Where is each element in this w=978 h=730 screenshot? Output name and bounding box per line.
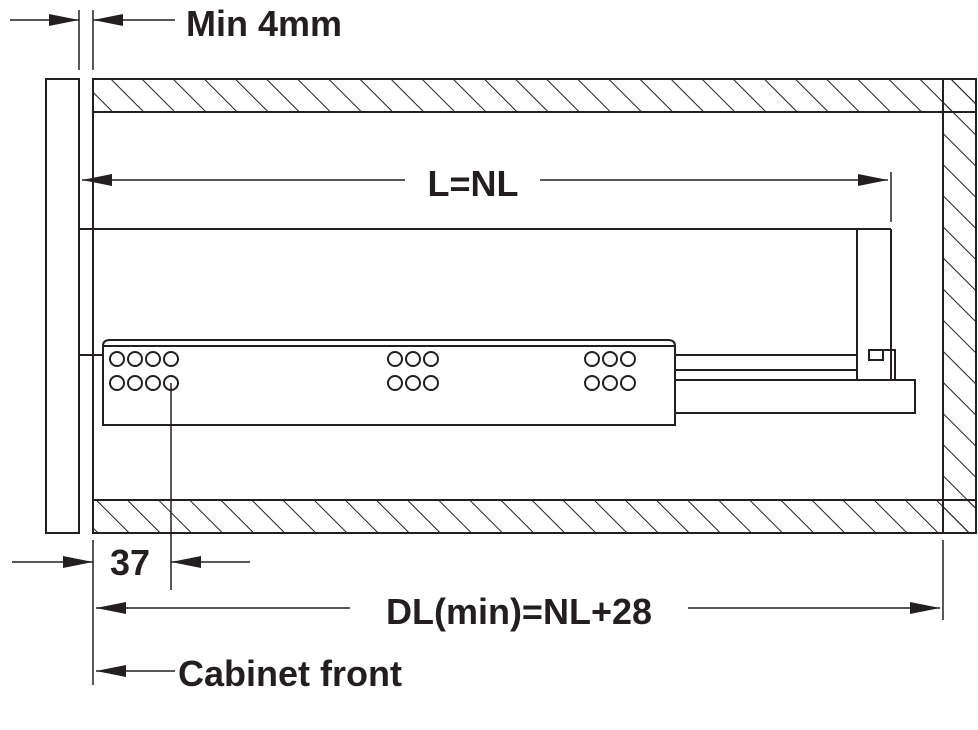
drawer-slide-rail bbox=[102, 339, 916, 426]
offset-label: 37 bbox=[110, 542, 150, 583]
depth-min-label: DL(min)=NL+28 bbox=[386, 591, 652, 632]
drawer-front-panel bbox=[45, 78, 80, 534]
slide-length-label: L=NL bbox=[427, 163, 518, 204]
cabinet-bottom-panel bbox=[92, 499, 977, 534]
cabinet-front-label: Cabinet front bbox=[178, 653, 402, 694]
cabinet-top-panel bbox=[92, 78, 977, 113]
cabinet-outer-outline bbox=[92, 78, 977, 534]
cabinet-inner-outline bbox=[93, 111, 944, 501]
extension-lines bbox=[78, 10, 944, 685]
min-gap-label: Min 4mm bbox=[186, 3, 342, 44]
cabinet-back-panel bbox=[942, 78, 977, 534]
